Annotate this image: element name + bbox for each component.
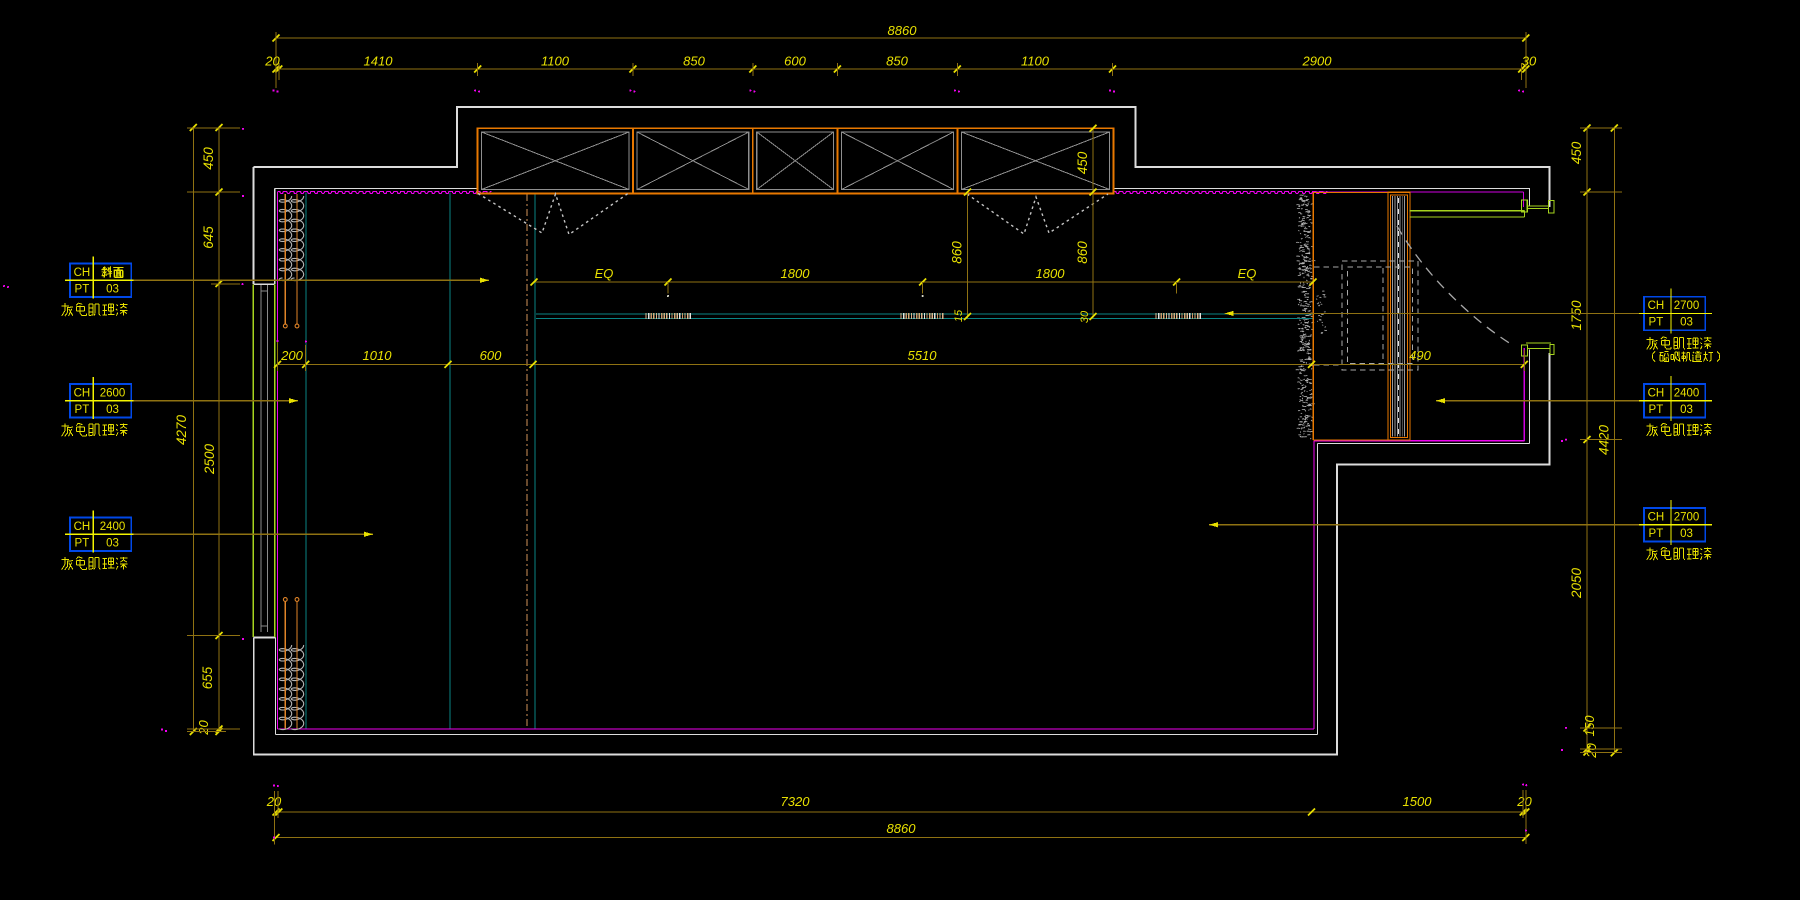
svg-text:1100: 1100 — [541, 54, 570, 69]
svg-text:03: 03 — [106, 538, 119, 550]
svg-text:2700: 2700 — [1674, 512, 1700, 524]
svg-text:30: 30 — [1079, 310, 1091, 323]
svg-text:850: 850 — [683, 54, 705, 69]
svg-text:450: 450 — [1569, 141, 1584, 164]
svg-text:2500: 2500 — [202, 443, 217, 475]
svg-text:655: 655 — [200, 666, 215, 689]
svg-text:1100: 1100 — [1021, 54, 1050, 69]
svg-text:2400: 2400 — [1674, 388, 1700, 400]
svg-text:CH: CH — [74, 388, 91, 400]
svg-text:1750: 1750 — [1569, 300, 1584, 331]
svg-text:850: 850 — [886, 54, 908, 69]
svg-text:1010: 1010 — [363, 348, 393, 363]
svg-text:5510: 5510 — [908, 348, 938, 363]
svg-text:2050: 2050 — [1569, 567, 1584, 599]
svg-text:PT: PT — [75, 404, 90, 416]
svg-text:2700: 2700 — [1674, 300, 1700, 312]
svg-text:EQ: EQ — [1238, 266, 1257, 281]
svg-text:PT: PT — [1649, 317, 1664, 329]
svg-text:1410: 1410 — [364, 54, 394, 69]
svg-text:450: 450 — [201, 147, 216, 170]
svg-text:03: 03 — [1680, 317, 1693, 329]
svg-text:03: 03 — [1680, 404, 1693, 416]
svg-text:490: 490 — [1409, 348, 1431, 363]
svg-text:8860: 8860 — [888, 23, 918, 38]
svg-text:30: 30 — [1522, 54, 1537, 69]
svg-text:PT: PT — [75, 538, 90, 550]
svg-text:PT: PT — [1649, 404, 1664, 416]
svg-text:200: 200 — [280, 348, 303, 363]
svg-text:2400: 2400 — [100, 521, 126, 533]
svg-text:600: 600 — [480, 348, 502, 363]
svg-text:03: 03 — [106, 284, 119, 296]
svg-text:860: 860 — [950, 241, 965, 264]
svg-text:CH: CH — [1648, 300, 1665, 312]
svg-text:150: 150 — [1583, 716, 1597, 737]
svg-text:CH: CH — [1648, 512, 1665, 524]
svg-text:15: 15 — [953, 309, 965, 322]
svg-text:PT: PT — [1649, 528, 1664, 540]
svg-text:8860: 8860 — [887, 821, 917, 836]
svg-text:20: 20 — [196, 720, 211, 736]
svg-text:1500: 1500 — [1403, 794, 1433, 809]
svg-text:600: 600 — [784, 54, 806, 69]
svg-text:1800: 1800 — [781, 266, 811, 281]
svg-text:03: 03 — [106, 404, 119, 416]
svg-text:645: 645 — [201, 226, 216, 249]
svg-text:4270: 4270 — [174, 414, 189, 445]
svg-text:CH: CH — [74, 521, 91, 533]
svg-text:CH: CH — [1648, 388, 1665, 400]
svg-text:CH: CH — [74, 267, 91, 279]
svg-text:450: 450 — [1075, 151, 1090, 174]
svg-text:20: 20 — [266, 794, 282, 809]
svg-text:20: 20 — [264, 54, 280, 69]
svg-text:PT: PT — [75, 284, 90, 296]
svg-text:2900: 2900 — [1302, 54, 1333, 69]
svg-text:860: 860 — [1075, 241, 1090, 264]
svg-text:20: 20 — [1516, 794, 1532, 809]
svg-text:1800: 1800 — [1036, 266, 1066, 281]
svg-text:03: 03 — [1680, 528, 1693, 540]
svg-text:2600: 2600 — [100, 388, 126, 400]
svg-text:7320: 7320 — [781, 794, 811, 809]
svg-text:20: 20 — [1584, 743, 1599, 759]
svg-text:EQ: EQ — [595, 266, 614, 281]
